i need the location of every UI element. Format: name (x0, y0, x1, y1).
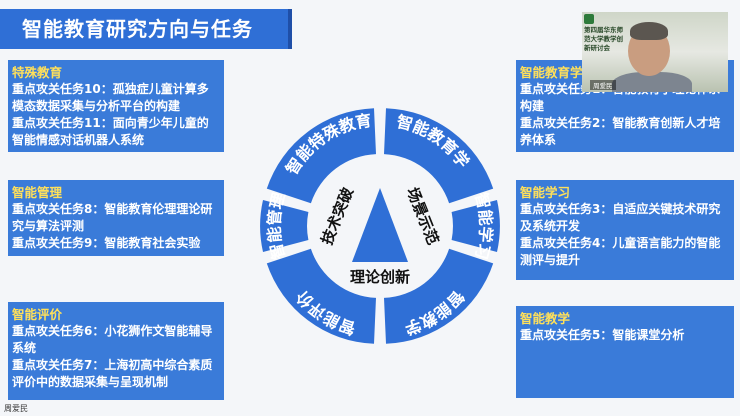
research-wheel-diagram: 智能特殊教育 智能教育学 智能学习 智能教学 智能评价 智能管理 技术突破 场景… (260, 108, 500, 344)
card-task: 重点攻关任务4：儿童语言能力的智能测评与提升 (520, 236, 721, 267)
speaker-shirt (612, 72, 692, 92)
card-task: 重点攻关任务5：智能课堂分析 (520, 328, 685, 342)
card-task: 重点攻关任务10：孤独症儿童计算多模态数据采集与分析平台的构建 (12, 82, 209, 113)
card-heading: 特殊教育 (12, 65, 63, 80)
video-caption: 第四届华东师范大学教学创新研讨会 (584, 26, 623, 52)
wheel-segment-pedagogy (384, 108, 494, 204)
wheel-segment-special-education (266, 108, 376, 204)
wheel-segment-management (260, 200, 309, 252)
card-heading: 智能教学 (520, 311, 571, 326)
card-heading: 智能教育学 (520, 65, 583, 80)
slide-title: 智能教育研究方向与任务 (0, 9, 288, 49)
triangle-label-theory: 理论创新 (350, 268, 410, 286)
title-accent (288, 9, 292, 49)
card-task: 重点攻关任务2：智能教育创新人才培养体系 (520, 116, 721, 147)
card-heading: 智能管理 (12, 185, 63, 200)
card-task: 重点攻关任务3：自适应关键技术研究及系统开发 (520, 202, 721, 233)
card-task: 重点攻关任务9：智能教育社会实验 (12, 236, 201, 250)
video-nametag: 周爱民 (590, 80, 616, 90)
speaker-video[interactable]: 第四届华东师范大学教学创新研讨会 周爱民 (582, 12, 728, 92)
wheel-segment-evaluation (266, 248, 376, 344)
speaker-hair (630, 22, 668, 40)
triangle-label-technology: 技术突破 (318, 185, 357, 247)
school-logo-icon (584, 14, 594, 24)
center-triangle (352, 188, 408, 262)
card-special-education: 特殊教育 重点攻关任务10：孤独症儿童计算多模态数据采集与分析平台的构建 重点攻… (8, 60, 224, 152)
card-heading: 智能学习 (520, 185, 571, 200)
card-task: 重点攻关任务11：面向青少年儿童的智能情感对话机器人系统 (12, 116, 209, 147)
speaker-name: 周爱民 (4, 404, 28, 413)
card-task: 重点攻关任务7：上海初高中综合素质评价中的数据采集与呈现机制 (12, 358, 213, 389)
card-task: 重点攻关任务8：智能教育伦理理论研究与算法评测 (12, 202, 213, 233)
card-heading: 智能评价 (12, 307, 63, 322)
triangle-label-scenario: 场景示范 (403, 185, 442, 247)
wheel-segment-learning (451, 200, 500, 252)
wheel-segment-teaching (384, 248, 494, 344)
card-smart-evaluation: 智能评价 重点攻关任务6：小花狮作文智能辅导系统 重点攻关任务7：上海初高中综合… (8, 302, 224, 400)
card-smart-management: 智能管理 重点攻关任务8：智能教育伦理理论研究与算法评测 重点攻关任务9：智能教… (8, 180, 224, 256)
card-task: 重点攻关任务6：小花狮作文智能辅导系统 (12, 324, 213, 355)
card-smart-learning: 智能学习 重点攻关任务3：自适应关键技术研究及系统开发 重点攻关任务4：儿童语言… (516, 180, 734, 280)
card-smart-teaching: 智能教学 重点攻关任务5：智能课堂分析 (516, 306, 734, 398)
